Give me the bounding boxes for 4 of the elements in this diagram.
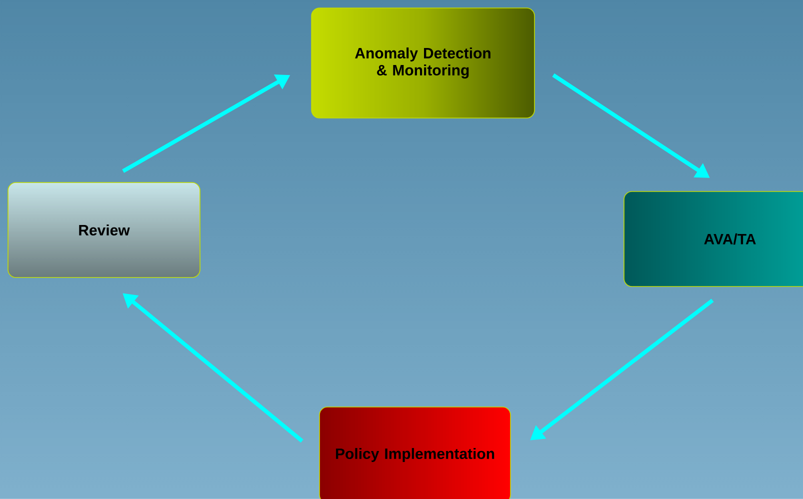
process-box: Policy Implementation: [319, 406, 511, 499]
process-box: Anomaly Detection & Monitoring: [311, 8, 535, 118]
process-box: AVA/TA: [624, 191, 803, 287]
process-box: Review: [8, 182, 200, 278]
